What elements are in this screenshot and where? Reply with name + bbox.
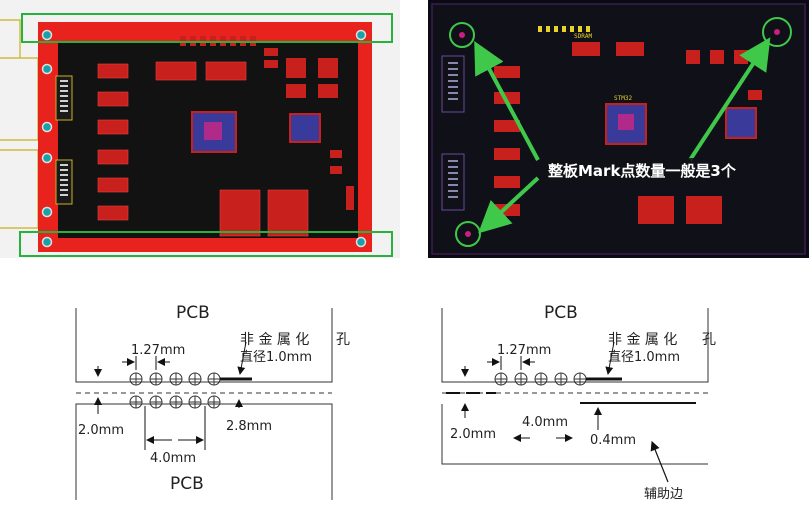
hole-note-char-right: 孔 (702, 332, 716, 348)
diagram-right: PCB 1.27mm 非 金 属 化 孔 直径1.0mm 2.0mm 4. (441, 303, 716, 502)
pcb-right-image: SDRAM STM32 整板Mark点数量一般是3个 (428, 0, 809, 258)
pitch-label-right: 1.27mm (497, 343, 551, 358)
mark-point-bottom-left (455, 221, 481, 247)
right-dim-label: 2.8mm (226, 419, 272, 434)
gap-label-right: 0.4mm (590, 433, 636, 448)
mark-point-annotation: 整板Mark点数量一般是3个 (548, 162, 737, 180)
diagram-left: PCB PCB 1.27mm 非 金 属 化 (75, 303, 350, 500)
pcb-top-label-right: PCB (544, 303, 578, 323)
diameter-label-right: 直径1.0mm (608, 350, 680, 365)
silk-label-sdram: SDRAM (574, 33, 592, 40)
hole-note-label: 非 金 属 化 (240, 332, 309, 348)
mark-point-top-right (762, 17, 792, 47)
pcb-top-label: PCB (176, 303, 210, 323)
span-label-right: 4.0mm (522, 415, 568, 430)
hole-note-char: 孔 (336, 332, 350, 348)
diameter-label: 直径1.0mm (240, 350, 312, 365)
span-label: 4.0mm (150, 451, 196, 466)
pcb-left-image (0, 0, 400, 258)
mark-point-top-left (449, 22, 475, 48)
annotation-arrows (474, 37, 771, 234)
left-dim-label-right: 2.0mm (450, 427, 496, 442)
silk-label-stm32: STM32 (614, 95, 632, 102)
left-dim-label: 2.0mm (78, 423, 124, 438)
aux-edge-label: 辅助边 (644, 487, 683, 502)
pitch-label: 1.27mm (131, 343, 185, 358)
hole-note-label-right: 非 金 属 化 (608, 332, 677, 348)
pcb-bottom-label: PCB (170, 474, 204, 494)
dimension-diagrams: PCB PCB 1.27mm 非 金 属 化 (0, 258, 809, 509)
